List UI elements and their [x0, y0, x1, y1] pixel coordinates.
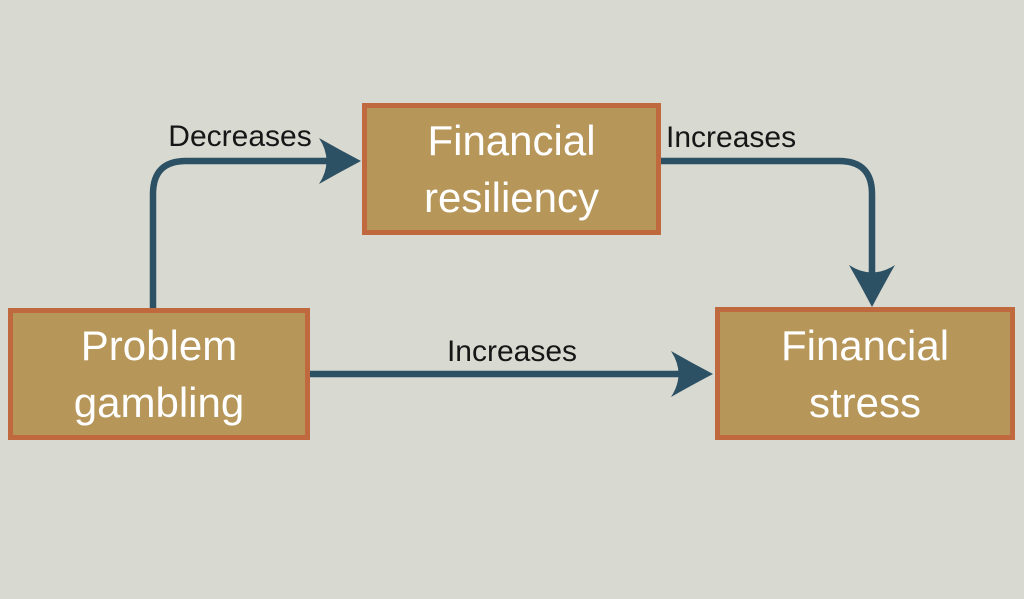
node-financial-resiliency-label: Financial resiliency: [423, 117, 600, 221]
node-financial-stress-label: Financial stress: [780, 321, 950, 426]
arrowhead-right-decreases-icon: [319, 138, 361, 184]
edge-label-increases-top: Increases: [666, 121, 797, 154]
edge-label-decreases: Decreases: [168, 120, 312, 153]
node-problem-gambling-label: Problem gambling: [73, 322, 245, 426]
edge-increases-top-line: [659, 157, 876, 278]
node-financial-stress: Financial stress: [715, 307, 1015, 440]
node-problem-gambling: Problem gambling: [8, 308, 310, 440]
edge-decreases-line: [149, 157, 331, 318]
arrowhead-right-increases-icon: [671, 351, 713, 397]
arrowhead-down-increases-icon: [849, 265, 895, 307]
node-financial-resiliency: Financial resiliency: [362, 103, 661, 235]
edge-label-increases-mid: Increases: [446, 335, 578, 368]
